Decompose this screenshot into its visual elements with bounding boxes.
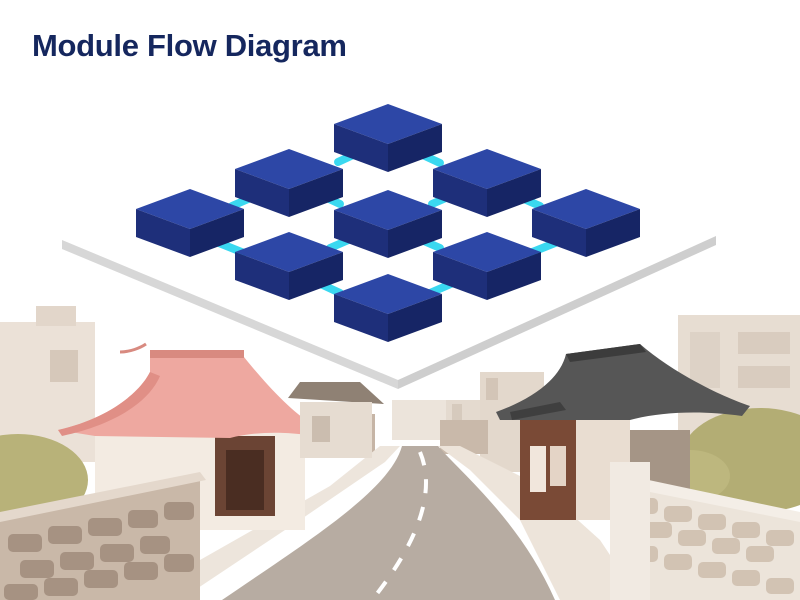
stone-wall-left (0, 472, 206, 600)
road (222, 446, 555, 600)
module-cube-5 (334, 190, 442, 258)
module-cube-1 (334, 104, 442, 172)
module-cube-6 (532, 189, 640, 257)
page-title: Module Flow Diagram (32, 28, 347, 63)
module-cube-3 (433, 149, 541, 217)
module-cube-8 (433, 232, 541, 300)
module-cube-2 (235, 149, 343, 217)
sidewalk-right (438, 446, 640, 600)
road-center-dashes (370, 451, 428, 600)
module-cube-7 (235, 232, 343, 300)
diagram-platform (62, 236, 716, 389)
stone-wall-right (610, 462, 800, 600)
module-cube-4 (136, 189, 244, 257)
module-cube-9 (334, 274, 442, 342)
module-grid (136, 104, 640, 342)
small-house-left (288, 382, 384, 458)
